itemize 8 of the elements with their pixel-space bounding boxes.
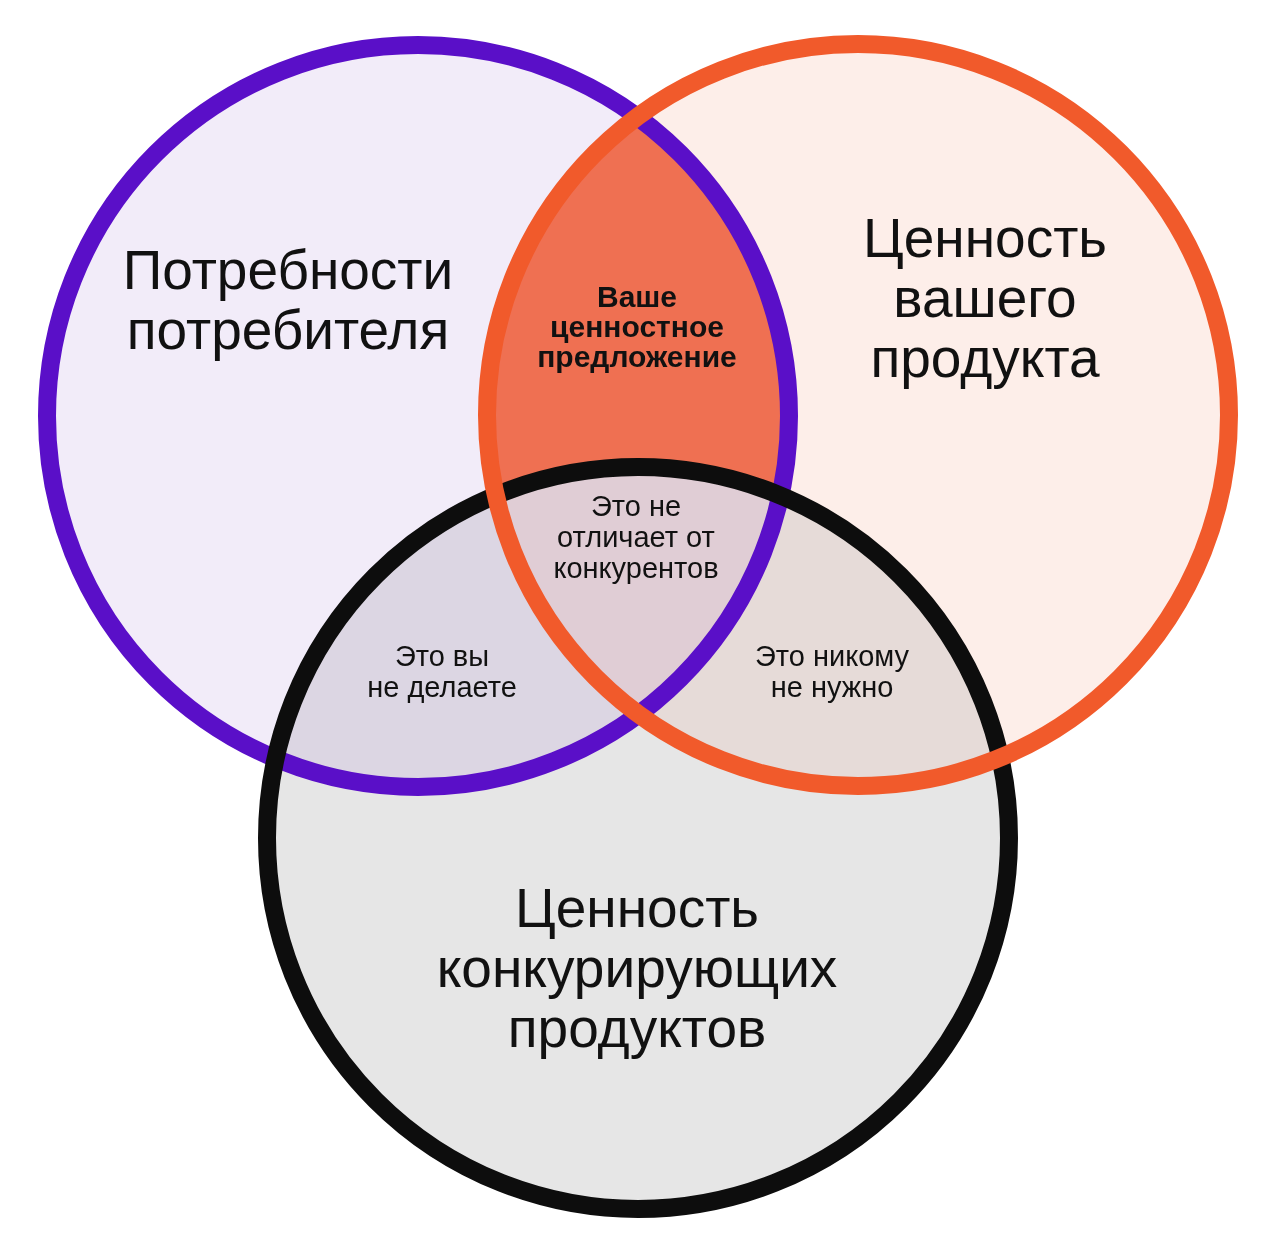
circle-title: Ценность конкурирующих продуктов [435,878,839,1058]
circle-title: Потребности потребителя [121,240,455,360]
region-label: Это не отличает от конкурентов [552,490,720,584]
region-label: Это никому не нужно [753,641,911,703]
circle-title: Ценность вашего продукта [862,208,1108,388]
region-label: Ваше ценностное предложение [536,282,738,372]
region-label: Это вы не делаете [366,641,518,703]
venn-circle [258,457,1018,1218]
